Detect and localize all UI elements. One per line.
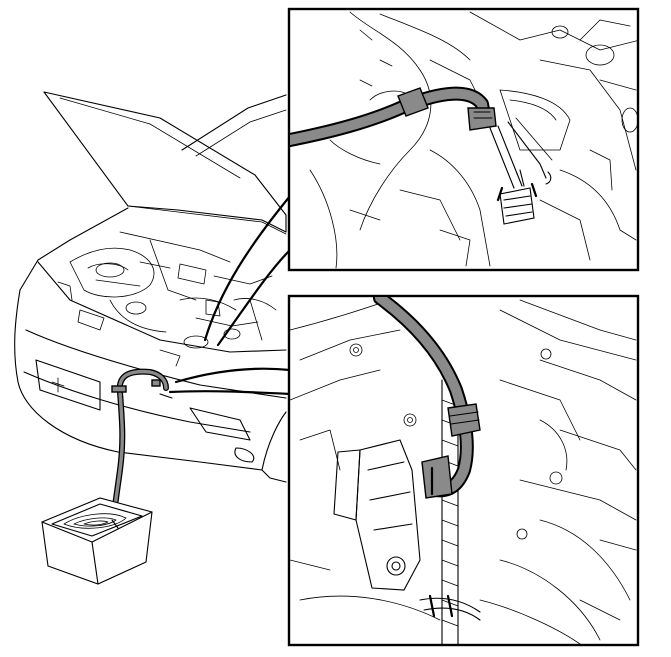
hood-inner-line bbox=[59, 97, 241, 179]
bumper-bottom bbox=[23, 371, 251, 433]
hose-ferrule bbox=[397, 87, 429, 117]
bumper-top bbox=[25, 329, 287, 399]
car-fender bbox=[19, 207, 129, 291]
car-body bbox=[14, 289, 287, 483]
callout-line-bottom-a bbox=[174, 367, 292, 384]
hood-panel bbox=[43, 91, 287, 233]
hose-clamp-lower bbox=[421, 455, 453, 499]
drain-valve-detail-icon bbox=[290, 11, 637, 269]
callout-line-top-a bbox=[203, 194, 292, 342]
detail-panel-top bbox=[287, 7, 640, 272]
engine-bay-edge bbox=[37, 261, 287, 353]
car-front-hood-open-icon bbox=[14, 91, 292, 483]
hose-ferrule-lower bbox=[447, 403, 481, 437]
detail-frame-top bbox=[287, 7, 640, 272]
hose-clamp bbox=[111, 385, 127, 393]
engine-details bbox=[57, 231, 277, 367]
wheel-arch bbox=[261, 411, 287, 471]
detail-panel-bottom bbox=[287, 294, 640, 647]
hood-edge bbox=[127, 205, 287, 235]
windshield-inner bbox=[195, 109, 287, 157]
car-grille bbox=[35, 359, 101, 411]
headlight bbox=[189, 407, 251, 441]
drain-container-icon bbox=[41, 497, 153, 585]
fog-light bbox=[234, 447, 255, 463]
callout-line-top-b bbox=[216, 248, 292, 347]
hose-connection-detail-icon bbox=[290, 297, 637, 644]
sensor-connector bbox=[355, 439, 421, 591]
windshield bbox=[181, 94, 287, 151]
hose-end-nut bbox=[467, 107, 497, 131]
callout-line-bottom-b bbox=[168, 390, 292, 396]
